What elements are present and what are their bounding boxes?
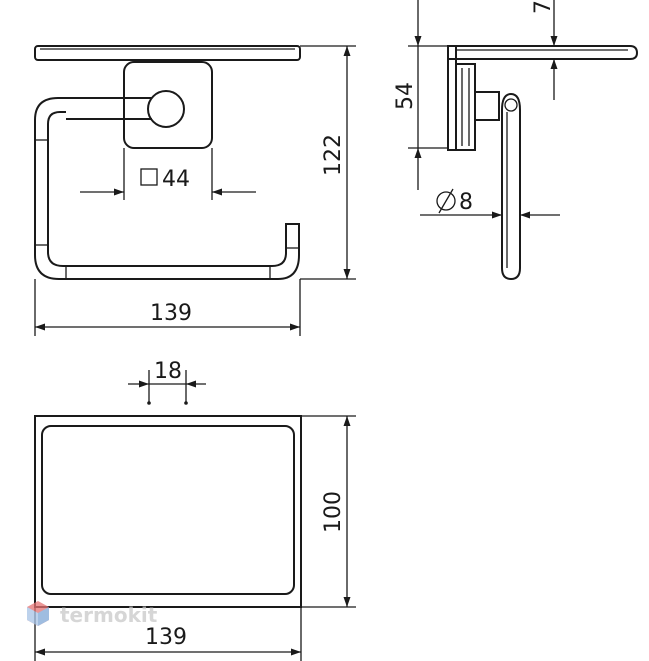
side-arm xyxy=(474,91,500,121)
watermark-logo: termokit xyxy=(27,601,158,627)
top-plate-inner xyxy=(41,425,295,595)
dim-top-spacing: 18 xyxy=(154,359,182,384)
front-view: 44 122 139 xyxy=(34,45,356,336)
front-mount-block xyxy=(123,61,213,149)
top-plate-outer xyxy=(34,415,302,608)
side-view: 54 7 8 xyxy=(393,0,639,281)
dim-side-gap: 7 xyxy=(531,0,556,14)
brand-logo-icon xyxy=(27,601,49,626)
dim-top-width: 139 xyxy=(145,625,187,650)
dim-rod-diameter: 8 xyxy=(459,190,473,215)
top-view: 18 100 139 xyxy=(34,359,356,661)
side-rod xyxy=(501,92,521,281)
dim-mount-square: 44 xyxy=(162,167,190,192)
dim-front-height: 122 xyxy=(321,134,346,176)
front-holder-frame xyxy=(34,97,300,280)
dim-side-depth: 54 xyxy=(393,82,418,110)
square-symbol xyxy=(140,168,158,186)
diameter-icon xyxy=(436,188,456,214)
dim-front-width: 139 xyxy=(150,301,192,326)
side-mount-block xyxy=(455,63,476,151)
dim-top-height: 100 xyxy=(321,491,346,533)
side-wall-plate xyxy=(447,45,457,151)
front-mount-knob xyxy=(147,90,185,128)
watermark-brand: termokit xyxy=(60,603,158,627)
front-shelf-plate xyxy=(34,45,301,61)
side-shelf-plate xyxy=(447,45,639,60)
